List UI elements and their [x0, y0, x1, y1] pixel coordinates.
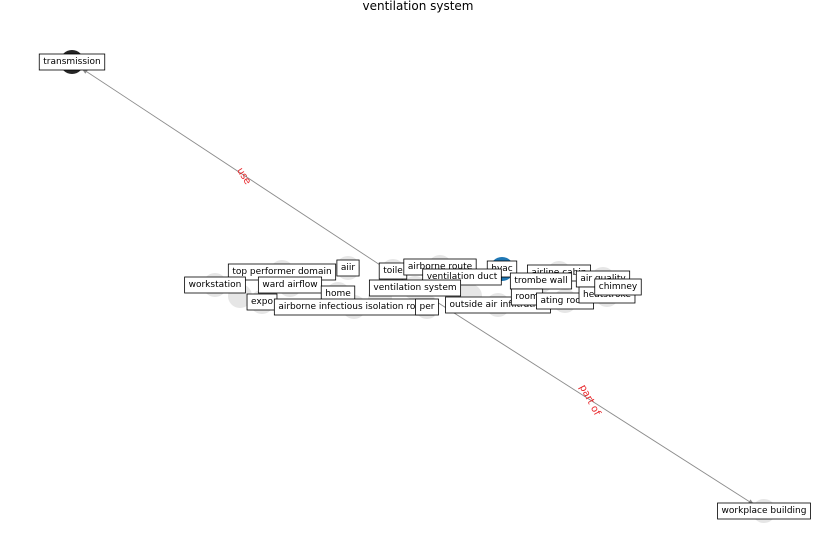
edge-label: part of: [577, 383, 603, 418]
node-label-exposure: expo: [246, 293, 278, 311]
node-label-ward-airflow: ward airflow: [257, 276, 323, 294]
node-label-aiir: aiir: [336, 259, 360, 277]
node-label-transmission: transmission: [38, 53, 106, 71]
node-label-workstation: workstation: [184, 276, 246, 294]
svg-text:outside air infiltration: outside air infiltration: [450, 300, 547, 310]
svg-text:per: per: [420, 302, 435, 312]
node-label-damper: per: [415, 298, 439, 316]
svg-text:ating room: ating room: [540, 296, 589, 306]
edges-layer: [81, 68, 755, 505]
svg-text:trombe wall: trombe wall: [514, 276, 567, 286]
node-label-airborne-infectious-isolation-room: airborne infectious isolation room: [273, 298, 435, 316]
edge-ventilation-system-to-workplace-building: [414, 287, 755, 505]
svg-text:toile: toile: [383, 266, 403, 276]
svg-text:home: home: [325, 289, 351, 299]
svg-text:hvac: hvac: [491, 264, 513, 274]
svg-text:ventilation duct: ventilation duct: [427, 272, 498, 282]
svg-text:airborne route: airborne route: [408, 262, 473, 272]
node-label-ventilation-system: ventilation system: [368, 279, 462, 297]
diagram-title: ventilation system: [363, 0, 474, 13]
svg-text:ventilation system: ventilation system: [373, 283, 456, 293]
svg-text:top performer domain: top performer domain: [232, 267, 331, 277]
svg-text:ward airflow: ward airflow: [262, 280, 317, 290]
svg-text:aiir: aiir: [341, 263, 356, 273]
svg-text:room: room: [515, 292, 538, 302]
node-labels-layer: transmission workplace building top perfor…: [38, 53, 811, 520]
edge-label: use: [234, 166, 253, 187]
svg-text:airborne infectious isolation: airborne infectious isolation room: [278, 302, 429, 312]
node-label-workplace-building: workplace building: [717, 502, 811, 520]
node-label-toilet: toile: [378, 262, 408, 280]
svg-text:workplace building: workplace building: [722, 506, 807, 516]
svg-text:expo: expo: [251, 297, 273, 307]
svg-text:transmission: transmission: [43, 57, 101, 67]
svg-text:workstation: workstation: [189, 280, 242, 290]
node-label-chimney: chimney: [594, 278, 642, 296]
node-label-trombe-wall: trombe wall: [509, 272, 573, 290]
svg-text:chimney: chimney: [599, 282, 638, 292]
edge-ventilation-system-to-transmission: [81, 68, 416, 289]
